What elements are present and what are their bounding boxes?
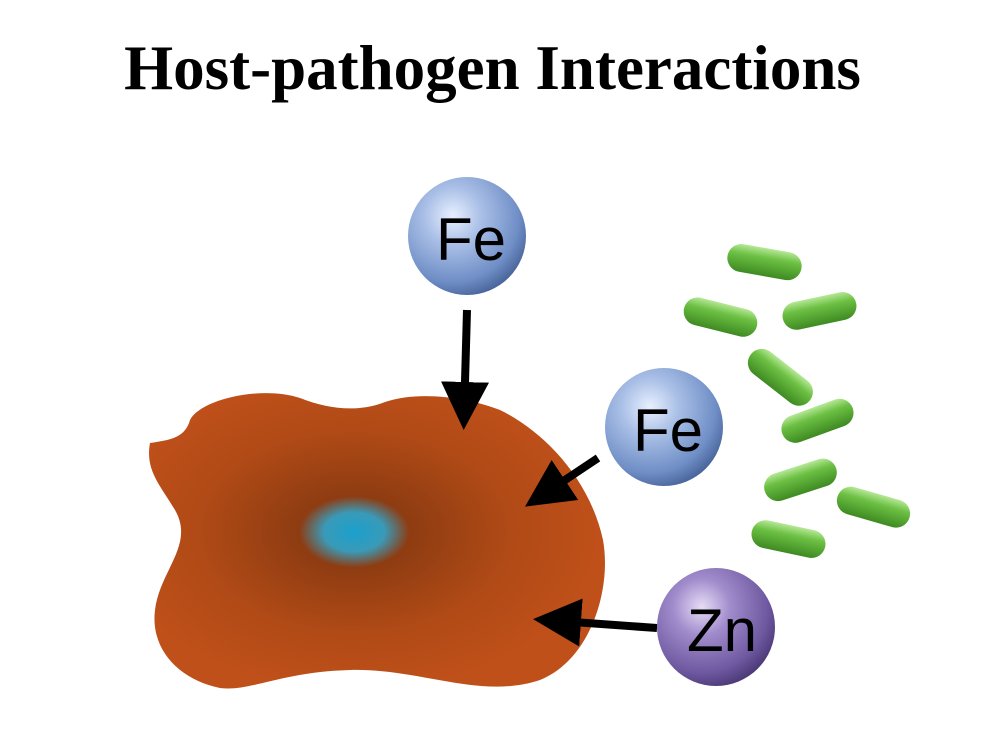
zn-sphere — [657, 568, 775, 686]
bacterium — [747, 348, 813, 406]
zn-label: Zn — [687, 597, 757, 664]
ion-fe-top: Fe — [408, 177, 526, 295]
fe-sphere — [408, 177, 526, 295]
fe-label: Fe — [633, 397, 703, 464]
arrow-fe-right — [525, 454, 601, 507]
ion-fe-right: Fe — [605, 368, 723, 486]
bacterium — [782, 292, 857, 330]
slide-title: Host-pathogen Interactions — [124, 33, 861, 103]
bacterium — [683, 297, 758, 337]
bacteria-group — [683, 244, 911, 558]
arrows-group — [441, 309, 658, 647]
fe-label: Fe — [436, 206, 506, 273]
bacterium — [781, 398, 854, 443]
ion-zn: Zn — [657, 568, 775, 686]
bacterium — [836, 486, 911, 528]
host-cell — [149, 393, 605, 689]
bacterium — [751, 520, 826, 558]
bacterium — [764, 458, 837, 502]
fe-sphere — [605, 368, 723, 486]
arrow-zn — [533, 598, 658, 647]
bacterium — [727, 244, 802, 281]
arrow-fe-top — [441, 309, 489, 430]
